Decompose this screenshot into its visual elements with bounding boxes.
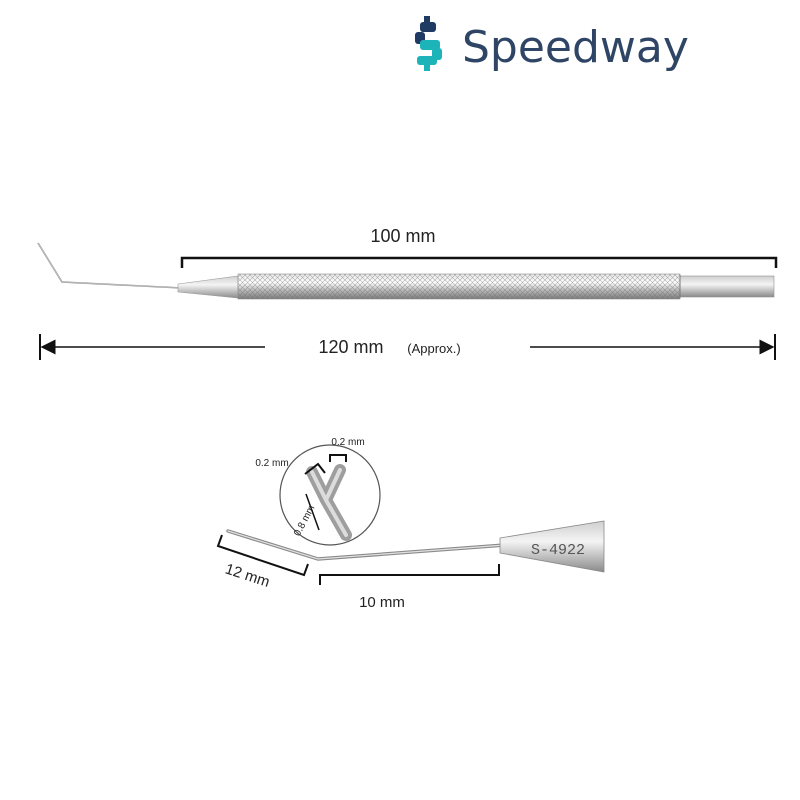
- tip-width-label: 0.2 mm: [255, 458, 288, 469]
- handle-length-bracket: [180, 256, 778, 268]
- total-length-note: (Approx.): [407, 341, 460, 356]
- speedway-logo: Speedway: [415, 16, 689, 73]
- tip-magnifier: [279, 444, 381, 546]
- tip-detail-view: 0.2 mm 0.2 mm 0.8 mm S-4922 12 mm 10 mm: [216, 437, 605, 611]
- bent-tip-length-label: 12 mm: [223, 561, 272, 591]
- instrument-image: [37, 242, 775, 300]
- logo-icon: [415, 16, 442, 71]
- shaft-length-label: 10 mm: [359, 594, 405, 611]
- bent-tip-bracket: [216, 534, 309, 577]
- shaft-length-bracket: [319, 564, 500, 585]
- total-length-label: 120 mm: [318, 337, 383, 357]
- tip-closeup-image: [226, 520, 605, 573]
- full-instrument-view: 100 mm 120 mm (Approx.): [37, 226, 778, 360]
- engraved-code: S-4922: [531, 542, 585, 559]
- handle-length-label: 100 mm: [370, 226, 435, 246]
- logo-wordmark: Speedway: [462, 22, 689, 73]
- tip-gap-label: 0.2 mm: [331, 437, 364, 448]
